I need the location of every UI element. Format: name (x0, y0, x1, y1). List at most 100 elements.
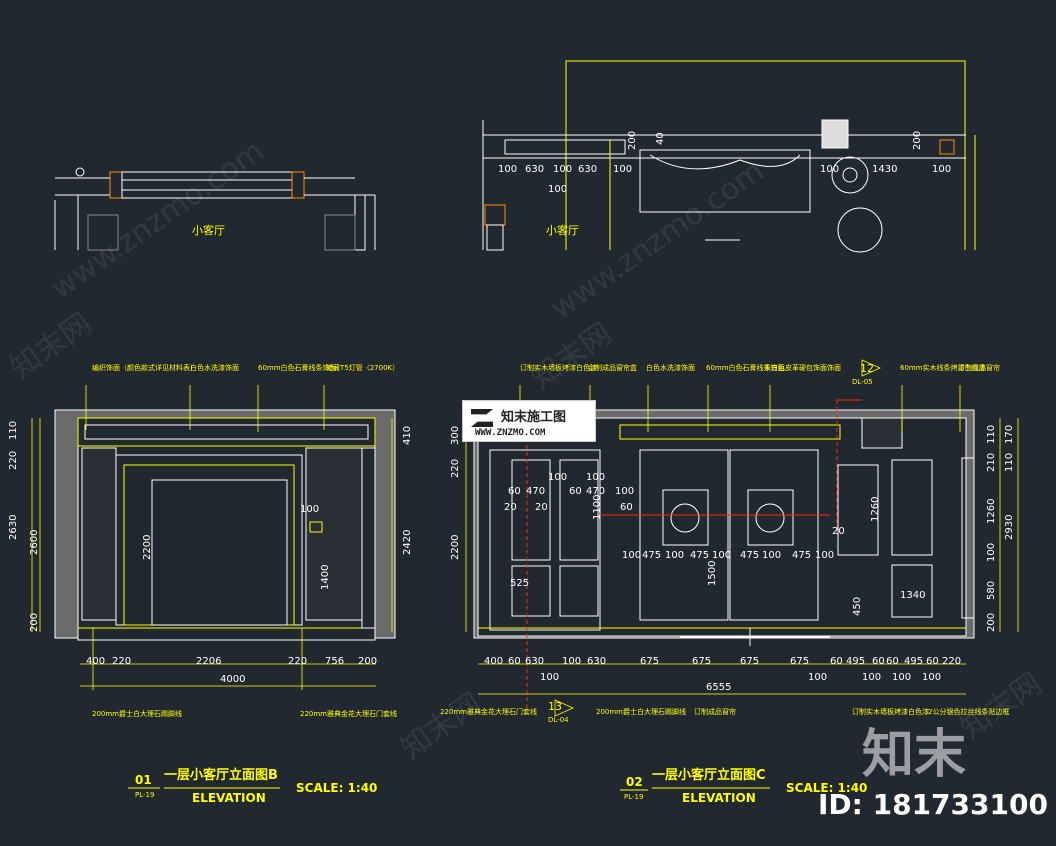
svg-text:495: 495 (904, 656, 923, 667)
svg-text:580: 580 (986, 581, 997, 600)
elevation-b-notes-bottom: 200mm爵士白大理石踢脚线 220mm雅典金花大理石门套线 (92, 709, 397, 718)
svg-text:200: 200 (986, 613, 997, 632)
svg-text:220: 220 (288, 656, 307, 667)
svg-text:1340: 1340 (900, 590, 925, 601)
elevation-c-dims: 400 60 630 100 630 675 675 675 675 60 49… (450, 425, 1015, 693)
svg-text:400: 400 (484, 656, 503, 667)
svg-text:60: 60 (620, 502, 633, 513)
svg-text:675: 675 (790, 656, 809, 667)
svg-text:PL-19: PL-19 (135, 791, 154, 799)
svg-text:60: 60 (508, 486, 521, 497)
svg-text:2630: 2630 (8, 515, 19, 540)
svg-text:170: 170 (1004, 425, 1015, 444)
svg-text:ELEVATION: ELEVATION (682, 791, 756, 805)
svg-text:675: 675 (692, 656, 711, 667)
svg-text:100: 100 (862, 672, 881, 683)
svg-text:475: 475 (792, 550, 811, 561)
plan-c-fragment (482, 60, 976, 253)
svg-text:2200: 2200 (450, 535, 461, 560)
svg-text:1430: 1430 (872, 164, 897, 175)
svg-text:675: 675 (640, 656, 659, 667)
logo-brand-text: 知末施工图 (501, 410, 567, 425)
svg-text:知末网: 知末网 (395, 686, 489, 766)
svg-text:100: 100 (762, 550, 781, 561)
svg-text:756: 756 (325, 656, 344, 667)
svg-text:400: 400 (86, 656, 105, 667)
svg-text:订制实木墙板烤漆白色漆: 订制实木墙板烤漆白色漆 (852, 707, 929, 716)
svg-text:100: 100 (540, 672, 559, 683)
elevation-c-title-block: 02 PL-19 一层小客厅立面图C ELEVATION SCALE: 1:40 (620, 767, 867, 805)
svg-text:SCALE: 1:40: SCALE: 1:40 (296, 781, 377, 795)
svg-text:220: 220 (942, 656, 961, 667)
plan-b-room-label: 小客厅 (192, 223, 225, 237)
svg-text:PL-19: PL-19 (624, 793, 643, 801)
svg-text:2600: 2600 (29, 530, 40, 555)
svg-text:100: 100 (548, 184, 567, 195)
svg-text:100: 100 (300, 504, 319, 515)
svg-text:200mm爵士白大理石踢脚线: 200mm爵士白大理石踢脚线 (92, 709, 182, 718)
elevation-b-drawing (54, 409, 396, 641)
svg-text:2206: 2206 (196, 656, 221, 667)
svg-text:100: 100 (892, 672, 911, 683)
svg-text:495: 495 (846, 656, 865, 667)
svg-text:100: 100 (498, 164, 517, 175)
svg-text:110: 110 (986, 425, 997, 444)
svg-text:40: 40 (655, 132, 666, 145)
svg-text:300: 300 (450, 426, 461, 445)
brand-watermark: 知末 (862, 725, 967, 785)
section-mark-12: 12 (860, 362, 874, 375)
svg-text:220mm雅典金花大理石门套线: 220mm雅典金花大理石门套线 (440, 707, 537, 716)
svg-text:知末网: 知末网 (5, 306, 99, 386)
svg-text:100: 100 (665, 550, 684, 561)
elevation-c-notes-bottom: 220mm雅典金花大理石门套线 13 DL-04 200mm爵士白大理石踢脚线 … (440, 700, 1009, 724)
svg-text:200mm爵士白大理石踢脚线: 200mm爵士白大理石踢脚线 (596, 707, 686, 716)
svg-text:200: 200 (912, 131, 923, 150)
svg-text:ELEVATION: ELEVATION (192, 791, 266, 805)
svg-text:1100: 1100 (592, 495, 603, 520)
svg-text:20: 20 (832, 526, 845, 537)
svg-text:60mm白色石膏线条饰面: 60mm白色石膏线条饰面 (706, 363, 785, 372)
svg-text:100: 100 (548, 472, 567, 483)
svg-text:2公分银色拉丝线条贴边框: 2公分银色拉丝线条贴边框 (928, 707, 1009, 716)
svg-text:100: 100 (553, 164, 572, 175)
svg-text:100: 100 (986, 543, 997, 562)
svg-text:100: 100 (712, 550, 731, 561)
svg-text:630: 630 (587, 656, 606, 667)
elevation-c-section-marks (526, 399, 862, 710)
svg-text:定制成品窗帘盒: 定制成品窗帘盒 (588, 363, 637, 372)
svg-text:200: 200 (627, 131, 638, 150)
svg-text:220: 220 (112, 656, 131, 667)
svg-text:订制成品窗帘: 订制成品窗帘 (694, 707, 736, 716)
svg-text:410: 410 (402, 426, 413, 445)
svg-text:暗藏T5灯管（2700K）: 暗藏T5灯管（2700K） (326, 363, 399, 372)
svg-text:60mm白色石膏线条饰面: 60mm白色石膏线条饰面 (258, 363, 337, 372)
svg-text:编织饰面（颜色款式详见材料表）: 编织饰面（颜色款式详见材料表） (92, 363, 197, 372)
svg-text:450: 450 (852, 597, 863, 616)
svg-text:白色水洗漆饰面: 白色水洗漆饰面 (190, 363, 239, 372)
elevation-c-notes-top: 订制实木墙板烤漆白色漆 定制成品窗帘盒 白色水洗漆饰面 60mm白色石膏线条饰面… (520, 362, 1000, 386)
svg-text:100: 100 (808, 672, 827, 683)
svg-text:1500: 1500 (707, 561, 718, 586)
svg-text:2930: 2930 (1004, 515, 1015, 540)
svg-text:210: 210 (986, 453, 997, 472)
plan-c-room-label: 小客厅 (546, 223, 579, 237)
svg-text:1400: 1400 (320, 565, 331, 590)
svg-text:630: 630 (525, 656, 544, 667)
elevation-b-leaders (31, 385, 393, 690)
svg-text:110: 110 (1004, 453, 1015, 472)
svg-text:100: 100 (615, 486, 634, 497)
svg-text:475: 475 (690, 550, 709, 561)
svg-text:100: 100 (932, 164, 951, 175)
svg-text:100: 100 (922, 672, 941, 683)
svg-text:02: 02 (626, 775, 643, 789)
section-ref-12: DL-05 (852, 378, 873, 386)
svg-text:630: 630 (578, 164, 597, 175)
svg-text:100: 100 (562, 656, 581, 667)
svg-text:100: 100 (586, 472, 605, 483)
svg-text:1260: 1260 (986, 499, 997, 524)
svg-text:订制成品窗帘: 订制成品窗帘 (958, 363, 1000, 372)
elevation-c-drawing (473, 409, 975, 646)
svg-text:200: 200 (358, 656, 377, 667)
svg-text:675: 675 (740, 656, 759, 667)
svg-text:SCALE: 1:40: SCALE: 1:40 (786, 781, 867, 795)
